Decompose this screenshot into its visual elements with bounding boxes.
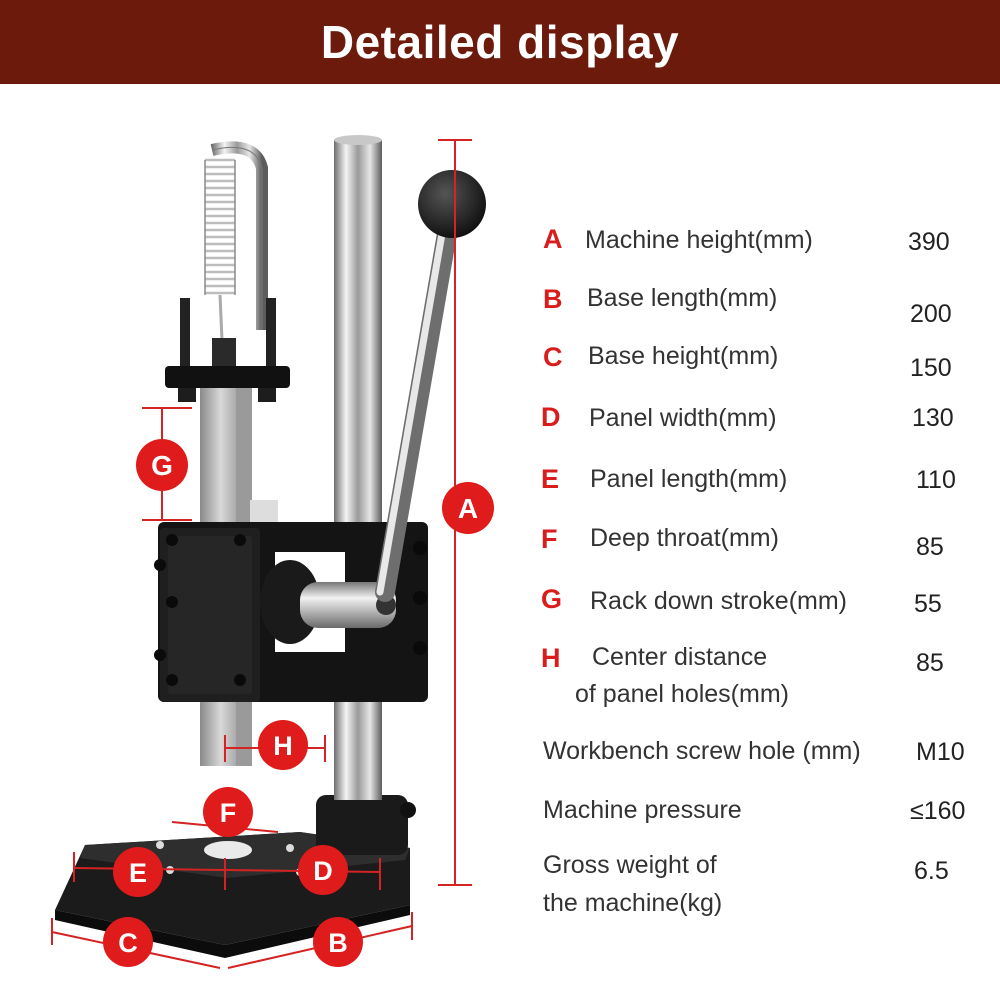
spec-label-panel-width: Panel width(mm) xyxy=(589,404,777,432)
machine-illustration: A G H F E D C B xyxy=(51,135,494,969)
spec-letter-h: H xyxy=(541,643,561,673)
spec-letter-c: C xyxy=(543,342,563,372)
svg-text:A: A xyxy=(458,493,478,524)
spec-letter-e: E xyxy=(541,464,560,494)
spec-label-base-height: Base height(mm) xyxy=(588,342,779,370)
svg-text:H: H xyxy=(273,731,293,761)
spec-label-machine-height: Machine height(mm) xyxy=(585,226,813,254)
diagram-label-b: B xyxy=(313,917,363,967)
spec-value-gross-weight: 6.5 xyxy=(914,857,949,885)
spec-letter-g: G xyxy=(541,584,563,614)
diagram-label-a: A xyxy=(442,482,494,534)
svg-text:D: D xyxy=(313,856,333,886)
top-plate xyxy=(165,366,290,388)
lever xyxy=(375,218,458,602)
spec-value-base-length: 200 xyxy=(910,300,952,328)
spec-label-gross-weight-line1: Gross weight of xyxy=(543,851,717,879)
spec-value-rack-down-stroke: 55 xyxy=(914,590,942,618)
spec-letter-d: D xyxy=(541,402,561,432)
svg-text:G: G xyxy=(151,450,173,481)
spec-value-panel-width: 130 xyxy=(912,404,954,432)
diagram-label-h: H xyxy=(258,720,308,770)
column-boss xyxy=(316,795,408,855)
page-header: Detailed display xyxy=(0,0,1000,84)
spec-label-center-distance-line1: Center distance xyxy=(592,643,768,671)
svg-text:E: E xyxy=(129,858,147,888)
spec-letter-f: F xyxy=(541,524,558,554)
diagram-label-g: G xyxy=(136,439,188,491)
spec-label-machine-pressure: Machine pressure xyxy=(543,796,742,824)
spec-label-panel-length: Panel length(mm) xyxy=(590,465,788,493)
spec-label-workbench-screw-hole: Workbench screw hole (mm) xyxy=(543,737,861,765)
spec-value-base-height: 150 xyxy=(910,354,952,382)
diagram-label-c: C xyxy=(103,917,153,967)
diagram-label-f: F xyxy=(203,787,253,837)
lever-knob xyxy=(418,170,486,238)
svg-text:F: F xyxy=(220,798,237,828)
svg-text:C: C xyxy=(118,928,138,958)
spec-label-gross-weight-line2: the machine(kg) xyxy=(543,889,723,917)
spec-value-workbench-screw-hole: M10 xyxy=(916,738,965,766)
svg-text:B: B xyxy=(328,928,348,958)
diagram-label-d: D xyxy=(298,845,348,895)
spec-letter-b: B xyxy=(543,284,563,314)
diagram-label-e: E xyxy=(113,847,163,897)
spec-value-center-distance: 85 xyxy=(916,649,944,677)
spec-label-rack-down-stroke: Rack down stroke(mm) xyxy=(590,587,847,615)
spec-label-center-distance-line2: of panel holes(mm) xyxy=(575,680,789,708)
spec-label-base-length: Base length(mm) xyxy=(587,284,778,312)
spec-value-machine-height: 390 xyxy=(908,228,950,256)
spec-letter-a: A xyxy=(543,224,563,254)
spec-label-deep-throat: Deep throat(mm) xyxy=(590,524,779,552)
spec-value-deep-throat: 85 xyxy=(916,533,944,561)
return-spring xyxy=(204,158,236,341)
pinion-shaft xyxy=(300,582,396,628)
spec-value-machine-pressure: ≤160 xyxy=(910,797,966,825)
page-title: Detailed display xyxy=(320,16,680,68)
spec-value-panel-length: 110 xyxy=(916,466,956,494)
